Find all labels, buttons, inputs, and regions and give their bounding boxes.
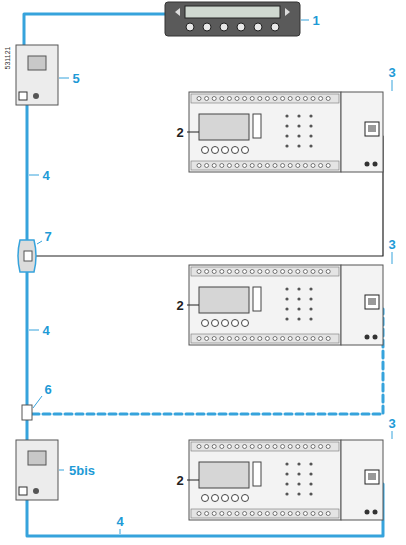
callout-number: 1 xyxy=(311,14,320,27)
callout-number: 7 xyxy=(43,230,52,243)
callout-number: 2 xyxy=(175,474,184,487)
callout-number: 2 xyxy=(175,126,184,139)
plc-unit xyxy=(189,440,341,520)
leader-lines xyxy=(187,132,199,480)
callout-number: 3 xyxy=(387,238,396,251)
network-module xyxy=(16,440,58,500)
network-module xyxy=(16,45,58,105)
leader-lines xyxy=(29,20,392,534)
callout-number: 4 xyxy=(41,324,50,337)
plc-unit xyxy=(189,265,341,345)
callout-number: 3 xyxy=(387,66,396,79)
callout-number: 5 xyxy=(71,72,80,85)
display-terminal xyxy=(165,2,300,36)
cable xyxy=(26,420,29,440)
callout-number: 4 xyxy=(41,169,50,182)
cable xyxy=(24,14,165,45)
callout-number: 5bis xyxy=(68,464,96,477)
callout-number: 2 xyxy=(175,299,184,312)
cable xyxy=(26,272,29,405)
tee-connector xyxy=(18,240,36,272)
extension-module xyxy=(341,92,383,172)
extension-module xyxy=(341,440,383,520)
plc-unit xyxy=(189,92,341,172)
drawing-number: 531121 xyxy=(4,46,11,71)
callout-number: 6 xyxy=(43,383,52,396)
callout-number: 4 xyxy=(115,515,124,528)
callout-number: 3 xyxy=(387,417,396,430)
junction-connector xyxy=(22,405,32,420)
extension-module xyxy=(341,265,383,345)
cable xyxy=(26,105,29,240)
